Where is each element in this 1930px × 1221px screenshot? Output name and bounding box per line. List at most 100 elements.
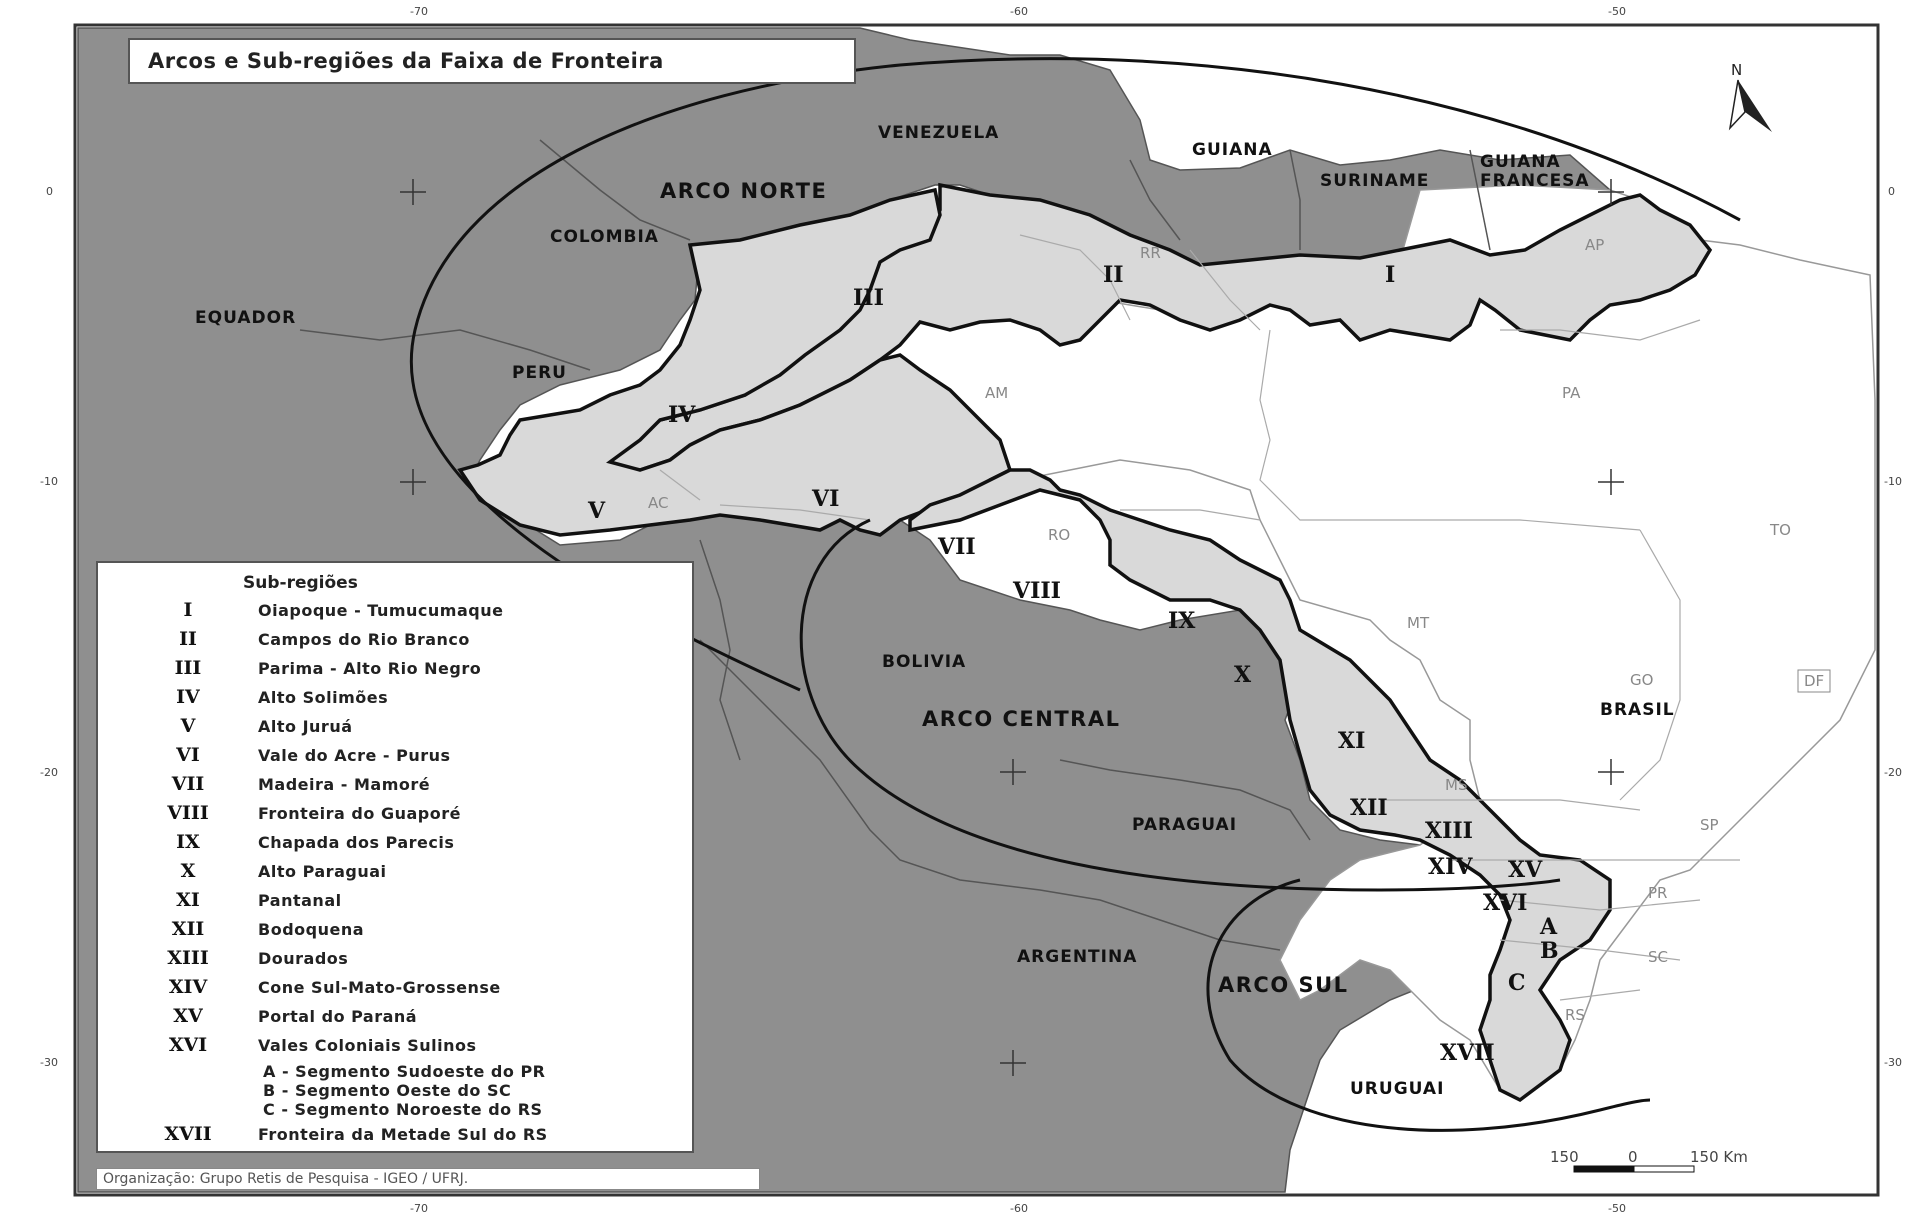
label-bolivia: BOLIVIA: [882, 652, 966, 672]
legend-num: XIV: [168, 976, 208, 998]
state-ro: RO: [1048, 526, 1070, 544]
map-sub-xiv: XIV: [1428, 854, 1473, 880]
legend-row: V Alto Juruá: [98, 713, 688, 739]
state-df: DF: [1804, 672, 1824, 690]
legend-num: VIII: [167, 802, 209, 824]
map-sub-vii: VII: [937, 534, 976, 560]
legend-name: Madeira - Mamoré: [258, 774, 431, 794]
legend-num: XII: [171, 918, 205, 940]
state-go: GO: [1630, 671, 1653, 689]
legend-name: Vale do Acre - Purus: [258, 745, 451, 765]
legend-row: VIII Fronteira do Guaporé: [98, 800, 688, 826]
border-colombia-venezuela: [539, 139, 691, 241]
coord-top-2: -60: [1010, 5, 1028, 18]
legend-name: Bodoquena: [258, 919, 365, 939]
map-sub-v: V: [587, 498, 606, 524]
label-guiana-francesa-1: GUIANA: [1480, 152, 1561, 172]
legend-name: Pantanal: [258, 890, 342, 910]
map-sub-x: X: [1234, 662, 1252, 688]
label-colombia: COLOMBIA: [550, 227, 659, 247]
state-ap: AP: [1585, 236, 1604, 254]
map-sub-iv: IV: [668, 402, 696, 428]
coord-bottom-3: -50: [1608, 1202, 1626, 1215]
state-rs: RS: [1565, 1006, 1585, 1024]
legend-num: IX: [176, 831, 200, 853]
legend-name: Parima - Alto Rio Negro: [258, 658, 482, 678]
coord-left-4: -30: [40, 1056, 58, 1069]
df-box: [1797, 669, 1831, 693]
coord-bottom-2: -60: [1010, 1202, 1028, 1215]
map-sub-viii: VIII: [1012, 578, 1061, 604]
north-label: N: [1731, 61, 1742, 79]
legend-name: Alto Paraguai: [258, 861, 387, 881]
border-venezuela-guiana: [1129, 159, 1181, 241]
map-sub-i: I: [1385, 262, 1395, 288]
legend-name: Oiapoque - Tumucumaque: [258, 600, 504, 620]
legend-row: II Campos do Rio Branco: [98, 626, 688, 652]
legend-num: II: [179, 628, 197, 650]
coord-left-1: 0: [46, 185, 53, 198]
legend-num: X: [180, 860, 196, 882]
legend-num: VII: [171, 773, 205, 795]
legend-num: III: [174, 657, 202, 679]
legend-name: Campos do Rio Branco: [258, 629, 470, 649]
legend-name: Portal do Paraná: [258, 1006, 418, 1026]
legend-row: XI Pantanal: [98, 887, 688, 913]
legend-name: Chapada dos Parecis: [258, 832, 455, 852]
map-title: Arcos e Sub-regiões da Faixa de Fronteir…: [128, 38, 856, 84]
coord-right-2: -10: [1884, 475, 1902, 488]
label-guiana-francesa-2: FRANCESA: [1480, 171, 1590, 191]
coord-top-1: -70: [410, 5, 428, 18]
map-sub-b: B: [1540, 938, 1559, 964]
state-pa: PA: [1562, 384, 1581, 402]
legend-num: XV: [173, 1005, 203, 1027]
label-paraguai: PARAGUAI: [1132, 815, 1237, 835]
state-sp: SP: [1700, 816, 1719, 834]
state-to: TO: [1769, 521, 1791, 539]
map-sub-xvi: XVI: [1483, 890, 1527, 916]
state-mt: MT: [1407, 614, 1430, 632]
coord-right-4: -30: [1884, 1056, 1902, 1069]
legend-name: Alto Juruá: [258, 716, 353, 736]
map-sub-xvii: XVII: [1440, 1040, 1495, 1066]
map-sub-c: C: [1508, 970, 1526, 996]
map-sub-ix: IX: [1168, 608, 1196, 634]
scale-bar: [1573, 1165, 1695, 1173]
label-arco-norte: ARCO NORTE: [660, 179, 827, 203]
state-ac: AC: [648, 494, 668, 512]
legend-row: XV Portal do Paraná: [98, 1003, 688, 1029]
label-venezuela: VENEZUELA: [878, 123, 999, 143]
coord-left-3: -20: [40, 766, 58, 779]
legend-name: Fronteira do Guaporé: [258, 803, 461, 823]
state-ms: MS: [1445, 776, 1467, 794]
river-paraguai: [1059, 759, 1311, 841]
arc-central-curve: [799, 518, 1561, 892]
map-sub-xv: XV: [1508, 857, 1543, 883]
legend-num: XI: [176, 889, 200, 911]
legend-segment-c: C - Segmento Noroeste do RS: [263, 1100, 543, 1119]
arc-norte-curve: [409, 57, 1741, 692]
state-am: AM: [985, 384, 1008, 402]
legend-num: V: [180, 715, 196, 737]
credit-text: Organização: Grupo Retis de Pesquisa - I…: [96, 1168, 760, 1190]
legend-num: XIII: [167, 947, 209, 969]
north-arrow-icon: N: [1728, 61, 1772, 132]
border-peru-bolivia: [699, 539, 741, 761]
label-arco-sul: ARCO SUL: [1218, 973, 1349, 997]
legend-segment-b: B - Segmento Oeste do SC: [263, 1081, 512, 1100]
label-brasil: BRASIL: [1600, 700, 1675, 720]
legend-num: XVI: [168, 1034, 208, 1056]
legend-row: VII Madeira - Mamoré: [98, 771, 688, 797]
map-sub-a: A: [1539, 914, 1558, 940]
map-sub-iii: III: [853, 285, 884, 311]
state-rr: RR: [1140, 244, 1161, 262]
state-sc: SC: [1648, 948, 1668, 966]
label-equador: EQUADOR: [195, 308, 296, 328]
coord-right-3: -20: [1884, 766, 1902, 779]
legend-name: Vales Coloniais Sulinos: [258, 1035, 477, 1055]
legend-row: XVI Vales Coloniais Sulinos: [98, 1032, 688, 1058]
